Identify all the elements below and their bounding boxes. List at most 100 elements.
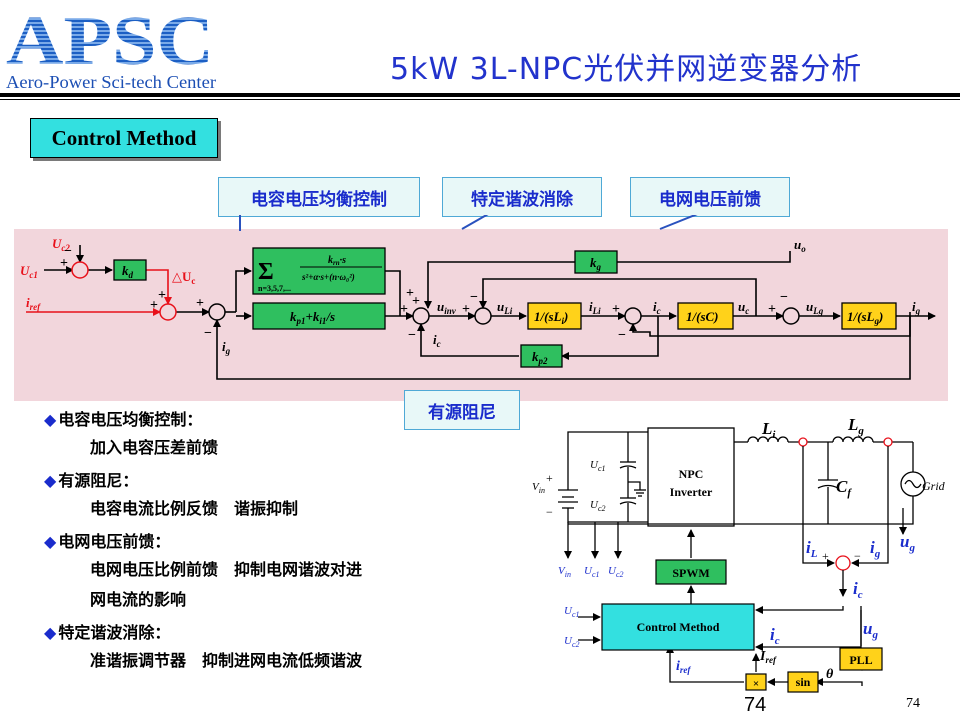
block-resonant xyxy=(252,247,386,295)
sign-plus: + xyxy=(412,294,420,309)
sign-plus: + xyxy=(768,302,776,317)
label-pi: kp1+ki1/s xyxy=(290,309,335,326)
label-sin: sin xyxy=(796,675,811,689)
label-uli: uLi xyxy=(497,299,513,316)
callout-active-damping: 有源阻尼 xyxy=(404,390,520,430)
sign-minus: − xyxy=(546,505,553,519)
note-body: 电容电流比例反馈 谐振抑制 xyxy=(90,499,299,518)
label-pll: PLL xyxy=(849,653,872,667)
label-il: iL xyxy=(806,538,818,560)
note-heading: 有源阻尼： xyxy=(58,471,139,490)
label-uo: uo xyxy=(794,237,806,254)
label-sense-uc1: Uc1 xyxy=(584,565,600,579)
label-ic-damping: ic xyxy=(433,332,441,349)
callout-pointer-2 xyxy=(461,215,489,230)
note-item: ◆电网电压前馈： 电网电压比例前馈 抑制电网谐波对进 网电流的影响 xyxy=(44,529,474,615)
note-body: 网电流的影响 xyxy=(90,590,187,609)
sin-block xyxy=(787,671,819,693)
block-kp2 xyxy=(520,344,563,368)
label-inverter: Inverter xyxy=(670,485,713,499)
sum-junction-uinv xyxy=(412,307,430,325)
sign-plus: + xyxy=(60,256,68,271)
pll-block xyxy=(839,647,883,671)
sign-plus: + xyxy=(158,288,166,303)
block-inv-c xyxy=(677,302,734,330)
label-inv-li: 1/(sLi) xyxy=(534,309,568,326)
apsc-logo: APSC Aero-Power Sci-tech Center xyxy=(6,3,216,92)
label-resonant-num: krn·s xyxy=(328,255,346,267)
label-li: Li xyxy=(761,419,776,441)
sign-plus: + xyxy=(462,302,470,317)
diamond-bullet-icon: ◆ xyxy=(44,623,57,642)
diamond-bullet-icon: ◆ xyxy=(44,410,57,429)
label-lg: Lg xyxy=(847,415,864,437)
label-iref-lower: iref xyxy=(676,659,691,675)
page-title: 5kW 3L-NPC光伏并网逆变器分析 xyxy=(390,52,863,87)
label-theta-signal: θ xyxy=(826,667,834,682)
label-uc2: Uc2 xyxy=(590,499,606,513)
sign-plus: + xyxy=(612,302,620,317)
label-ic: ic xyxy=(853,579,863,601)
note-heading: 特定谐波消除： xyxy=(58,623,171,642)
circuit-diagram: Vin Uc1 Uc2 Vin Uc1 Uc2 Uc1 Uc2 Grid NPC… xyxy=(532,415,946,693)
label-sum-symbol: Σ xyxy=(258,259,274,285)
sign-minus: − xyxy=(780,290,788,305)
label-npc: NPC xyxy=(679,467,704,481)
callout-pointer-3 xyxy=(659,215,698,230)
label-iref: iref xyxy=(26,295,41,312)
label-kd: kd xyxy=(122,263,134,280)
note-body: 电网电压比例前馈 抑制电网谐波对进 xyxy=(90,560,363,579)
label-kp2: kp2 xyxy=(532,349,548,366)
block-pi xyxy=(252,302,386,330)
label-delta-uc: △Uc xyxy=(172,269,195,286)
sum-junction-ic xyxy=(624,307,642,325)
label-ug: ug xyxy=(900,532,915,554)
sign-plus: + xyxy=(546,471,553,485)
label-ili: iLi xyxy=(589,299,601,316)
label-grid: Grid xyxy=(922,479,946,493)
block-kd xyxy=(113,259,147,281)
label-sense-vin: Vin xyxy=(558,565,571,579)
sign-minus: − xyxy=(408,328,416,343)
sum-junction-uc xyxy=(71,261,89,279)
diamond-bullet-icon: ◆ xyxy=(44,471,57,490)
callout-harmonic-elimination: 特定谐波消除 xyxy=(442,177,602,217)
label-spwm: SPWM xyxy=(672,566,709,580)
sign-minus: − xyxy=(618,328,626,343)
label-sum-range: n=3,5,7,... xyxy=(258,284,291,293)
sign-plus: + xyxy=(196,296,204,311)
label-ic-ctrl: ic xyxy=(770,625,780,647)
label-control-method: Control Method xyxy=(637,620,720,634)
label-kg: kg xyxy=(590,255,602,272)
note-item: ◆特定谐波消除： 准谐振调节器 抑制进网电流低频谐波 xyxy=(44,620,474,676)
page-number-right: 74 xyxy=(906,696,920,711)
label-uc1: Uc1 xyxy=(20,263,38,280)
spwm-block xyxy=(655,559,727,585)
note-item: ◆电容电压均衡控制： 加入电容压差前馈 xyxy=(44,407,474,463)
note-heading: 电网电压前馈： xyxy=(58,532,171,551)
notes-list: ◆电容电压均衡控制： 加入电容压差前馈 ◆有源阻尼： 电容电流比例反馈 谐振抑制… xyxy=(44,402,474,676)
label-ctrl-uc2: Uc2 xyxy=(564,635,580,649)
sign-plus: + xyxy=(400,302,408,317)
block-inv-li xyxy=(527,302,582,330)
label-uinv: uinv xyxy=(437,299,457,316)
block-kg xyxy=(574,250,618,274)
label-ug-ctrl: ug xyxy=(863,619,878,641)
sign-minus: − xyxy=(854,549,861,563)
note-item: ◆有源阻尼： 电容电流比例反馈 谐振抑制 xyxy=(44,468,474,524)
label-ulg: uLg xyxy=(806,299,824,316)
label-cf: Cf xyxy=(836,477,852,499)
label-ic: ic xyxy=(653,299,661,316)
sign-minus: − xyxy=(204,326,212,341)
sum-junction-ulg xyxy=(782,307,800,325)
sign-plus: + xyxy=(822,549,829,563)
sum-junction-uli xyxy=(474,307,492,325)
label-iref-upper: Iref xyxy=(759,649,777,665)
label-ig: ig xyxy=(912,299,921,316)
label-sense-uc2: Uc2 xyxy=(608,565,624,579)
note-body: 准谐振调节器 抑制进网电流低频谐波 xyxy=(90,651,363,670)
sign-minus: − xyxy=(470,290,478,305)
logo-sub-text: Aero-Power Sci-tech Center xyxy=(6,72,216,92)
note-body: 加入电容压差前馈 xyxy=(90,438,219,457)
callout-capacitor-balance: 电容电压均衡控制 xyxy=(218,177,420,217)
